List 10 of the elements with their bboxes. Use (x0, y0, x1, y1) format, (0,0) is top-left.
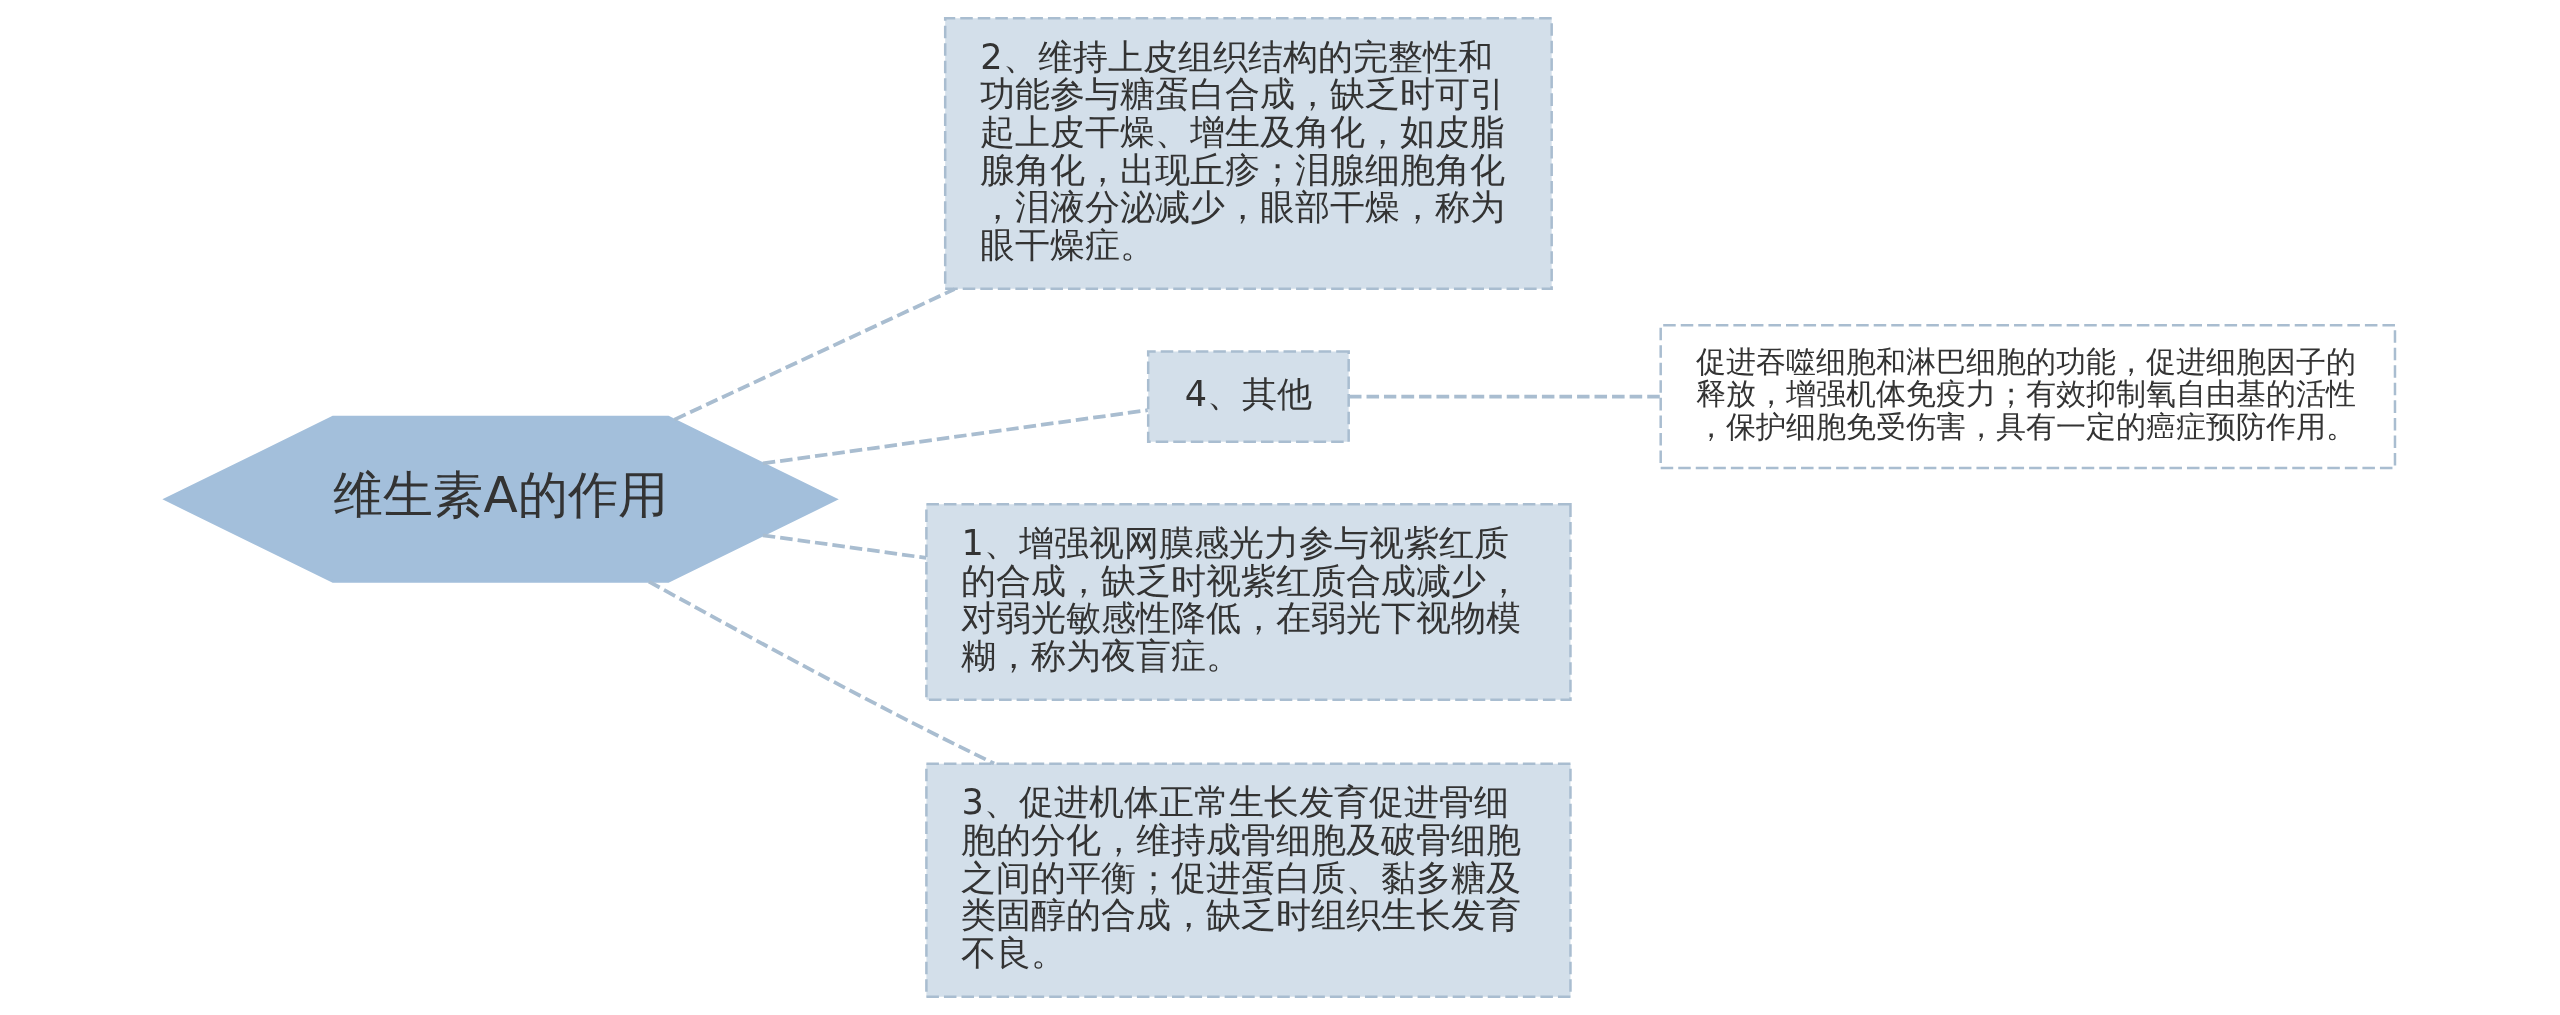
node-box: 3、促进机体正常生长发育促进骨细胞的分化，维持成骨细胞及破骨细胞之间的平衡；促进蛋白质、黏多糖及类固醇的合成，缺乏时组织生长发育不良。 (925, 762, 1572, 999)
connector (762, 533, 927, 560)
connector (762, 408, 1148, 466)
node-box: 1、增强视网膜感光力参与视紫红质的合成，缺乏时视紫红质合成减少，对弱光敏感性降低，在弱光下视物模糊，称为夜盲症。 (925, 503, 1572, 702)
node-box: 4、其他 (1146, 350, 1350, 443)
connector (1349, 394, 1660, 399)
node-box: 促进吞噬细胞和淋巴细胞的功能，促进细胞因子的释放，增强机体免疫力；有效抑制氧自由基的活性，保护细胞免受伤害，具有一定的癌症预防作用。 (1659, 323, 2397, 470)
connector (673, 287, 956, 422)
connector (648, 579, 995, 766)
node-box: 2、维持上皮组织结构的完整性和功能参与糖蛋白合成，缺乏时可引起上皮干燥、增生及角化，如皮脂腺角化，出现丘疹；泪腺细胞角化，泪液分泌减少，眼部干燥，称为眼干燥症。 (943, 16, 1553, 291)
